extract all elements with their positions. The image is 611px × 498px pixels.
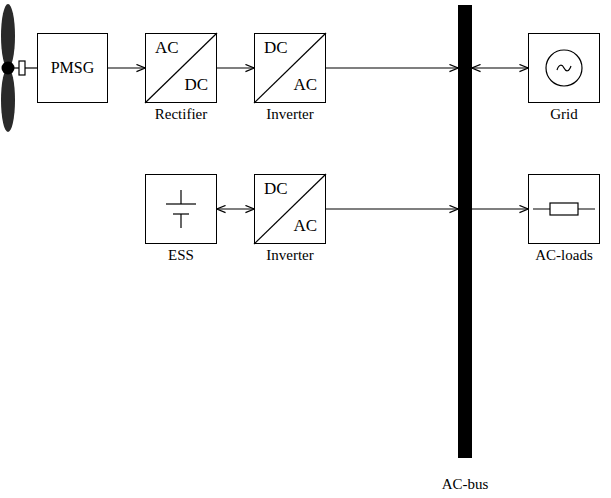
connector-arrow	[108, 67, 145, 68]
connector-arrow	[217, 67, 254, 68]
converter-box: ACDCRectifier	[145, 33, 217, 103]
component-label: Inverter	[266, 247, 313, 264]
converter-box: DCACInverter	[254, 33, 326, 103]
generator-box: PMSG	[37, 33, 108, 103]
storage-box: ESS	[145, 174, 217, 244]
component-label: AC-bus	[442, 476, 489, 493]
grid-box: Grid	[528, 33, 600, 103]
bus-bar: AC-bus	[458, 5, 472, 458]
box-text: DC	[184, 76, 208, 95]
box-text: AC	[293, 76, 317, 95]
box-text: DC	[264, 39, 288, 58]
component-label: Inverter	[266, 106, 313, 123]
component-label: ESS	[168, 247, 194, 264]
resistor-symbol	[533, 203, 595, 215]
connector-arrow	[326, 67, 458, 68]
component-label: AC-loads	[535, 247, 593, 264]
connector-arrow	[217, 208, 254, 209]
component-label: Rectifier	[155, 106, 207, 123]
box-text: AC	[293, 217, 317, 236]
connector-arrow	[472, 208, 528, 209]
box-text: AC	[155, 39, 179, 58]
ac-source-symbol	[546, 50, 582, 86]
connector-arrow	[472, 67, 528, 68]
battery-symbol	[166, 190, 196, 228]
component-label: Grid	[550, 106, 578, 123]
load-box: AC-loads	[528, 174, 600, 244]
converter-box: DCACInverter	[254, 174, 326, 244]
connector-arrow	[326, 208, 458, 209]
box-text: PMSG	[51, 59, 95, 77]
box-text: DC	[264, 180, 288, 199]
wind-turbine	[1, 4, 37, 132]
converter-diagonal	[145, 33, 326, 244]
